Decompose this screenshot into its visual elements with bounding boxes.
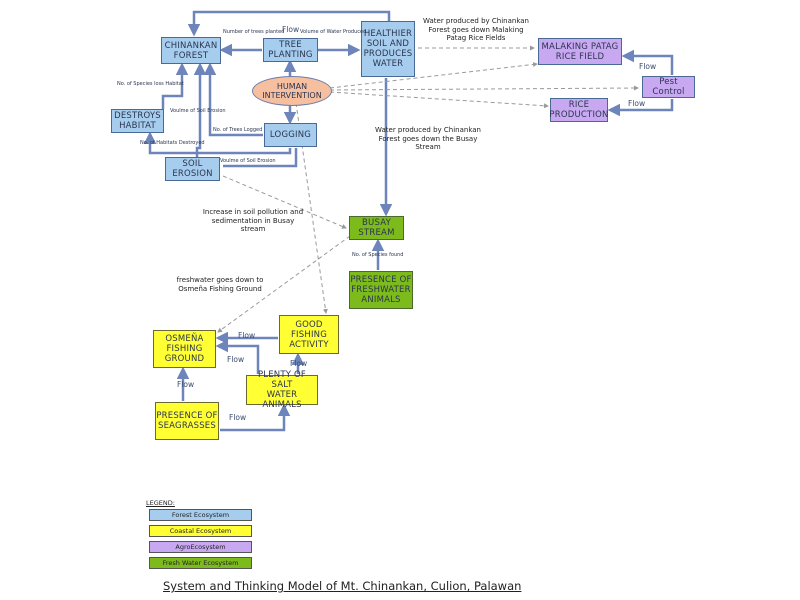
legend-title: LEGEND: xyxy=(146,499,175,507)
dashed-human-to-pest xyxy=(329,85,639,91)
salt-water-animals-node: PLENTY OF SALT WATER ANIMALS xyxy=(246,370,318,410)
osmena-fishing-node: OSMEÑA FISHING GROUND xyxy=(153,330,216,368)
good-fishing-node: GOOD FISHING ACTIVITY xyxy=(279,315,339,354)
note-freshwater: freshwater goes down to Osmeña Fishing G… xyxy=(176,276,264,293)
flow-label-seagrass: Flow xyxy=(229,413,247,422)
arrow-logging-to-forest xyxy=(203,62,263,137)
flow-arrow-top xyxy=(187,10,391,37)
arrow-seagrass-to-salt xyxy=(220,403,291,432)
flow-label-agro-right: Flow xyxy=(639,62,657,71)
note-malaking: Water produced by Chinankan Forest goes … xyxy=(423,17,529,42)
edge-label-trees-logged: No. of Trees Logged xyxy=(213,127,263,133)
pest-control-node: Pest Control xyxy=(642,76,695,98)
destroys-habitat-node: DESTROYS HABITAT xyxy=(111,109,164,133)
malaking-patag-node: MALAKING PATAG RICE FIELD xyxy=(538,38,622,65)
arrow-salt-to-osmena xyxy=(215,339,260,374)
arrow-logging-to-habitat xyxy=(143,131,292,155)
arrow-pest-to-ricefield xyxy=(621,49,674,75)
dashed-erosion-to-busay xyxy=(222,175,347,229)
edge-label-habitats-destroyed: No. of Habitats Destroyed xyxy=(140,140,205,146)
busay-stream-node: BUSAY STREAM xyxy=(349,216,404,240)
arrow-habitat-to-forest xyxy=(161,62,189,109)
flow-label-fishing-mid: Flow xyxy=(290,359,308,368)
note-busay: Water produced by Chinankan Forest goes … xyxy=(375,126,481,151)
edge-label-volume-water: Volume of Water Produced xyxy=(300,29,367,35)
flow-label-top: Flow xyxy=(282,25,300,34)
legend-forest: Forest Ecosystem xyxy=(149,509,252,521)
flow-label-fishing-top: Flow xyxy=(238,331,256,340)
seagrasses-node: PRESENCE OF SEAGRASSES xyxy=(155,402,219,440)
chinankan-forest-node: CHINANKAN FOREST xyxy=(161,37,221,64)
rice-production-node: RICE PRODUCTION xyxy=(549,98,609,122)
edge-label-species-found: No. of Species found xyxy=(352,252,404,258)
flow-label-agro-bottom: Flow xyxy=(628,99,646,108)
logging-node: LOGGING xyxy=(264,123,317,147)
human-intervention-node: HUMAN INTERVENTION xyxy=(252,76,332,106)
dashed-human-to-riceprod xyxy=(329,91,549,109)
edge-label-soil-erosion: Voulme of Soil Erosion xyxy=(170,108,226,114)
edge-label-soil-erosion-2: Voulme of Soil Erosion xyxy=(220,158,276,164)
freshwater-animals-node: PRESENCE OF FRESHWATER ANIMALS xyxy=(349,271,413,309)
solid-connectors xyxy=(143,10,674,432)
arrow-pest-to-riceprod xyxy=(607,99,674,117)
legend-agro: AgroEcosystem xyxy=(149,541,252,553)
dashed-busay-to-osmena xyxy=(217,235,351,333)
legend-fresh-water: Fresh Water Ecosystem xyxy=(149,557,252,569)
arrow-logging-to-erosion xyxy=(223,148,298,168)
figure-caption: System and Thinking Model of Mt. Chinank… xyxy=(163,579,522,593)
legend-coastal: Coastal Ecosystem xyxy=(149,525,252,537)
edge-label-trees-planted: Number of trees planted xyxy=(223,29,285,35)
tree-planting-node: TREE PLANTING xyxy=(263,38,318,62)
flow-label-osmena-below: Flow xyxy=(177,380,195,389)
flow-label-osmena-left: Flow xyxy=(227,355,245,364)
soil-erosion-node: SOIL EROSION xyxy=(165,157,220,181)
healthier-soil-node: HEALTHIER SOIL AND PRODUCES WATER xyxy=(361,21,415,77)
edge-label-species-loss: No. of Species loss Habitat xyxy=(117,81,184,87)
note-pollution: Increase in soil pollution and sedimenta… xyxy=(202,208,304,233)
